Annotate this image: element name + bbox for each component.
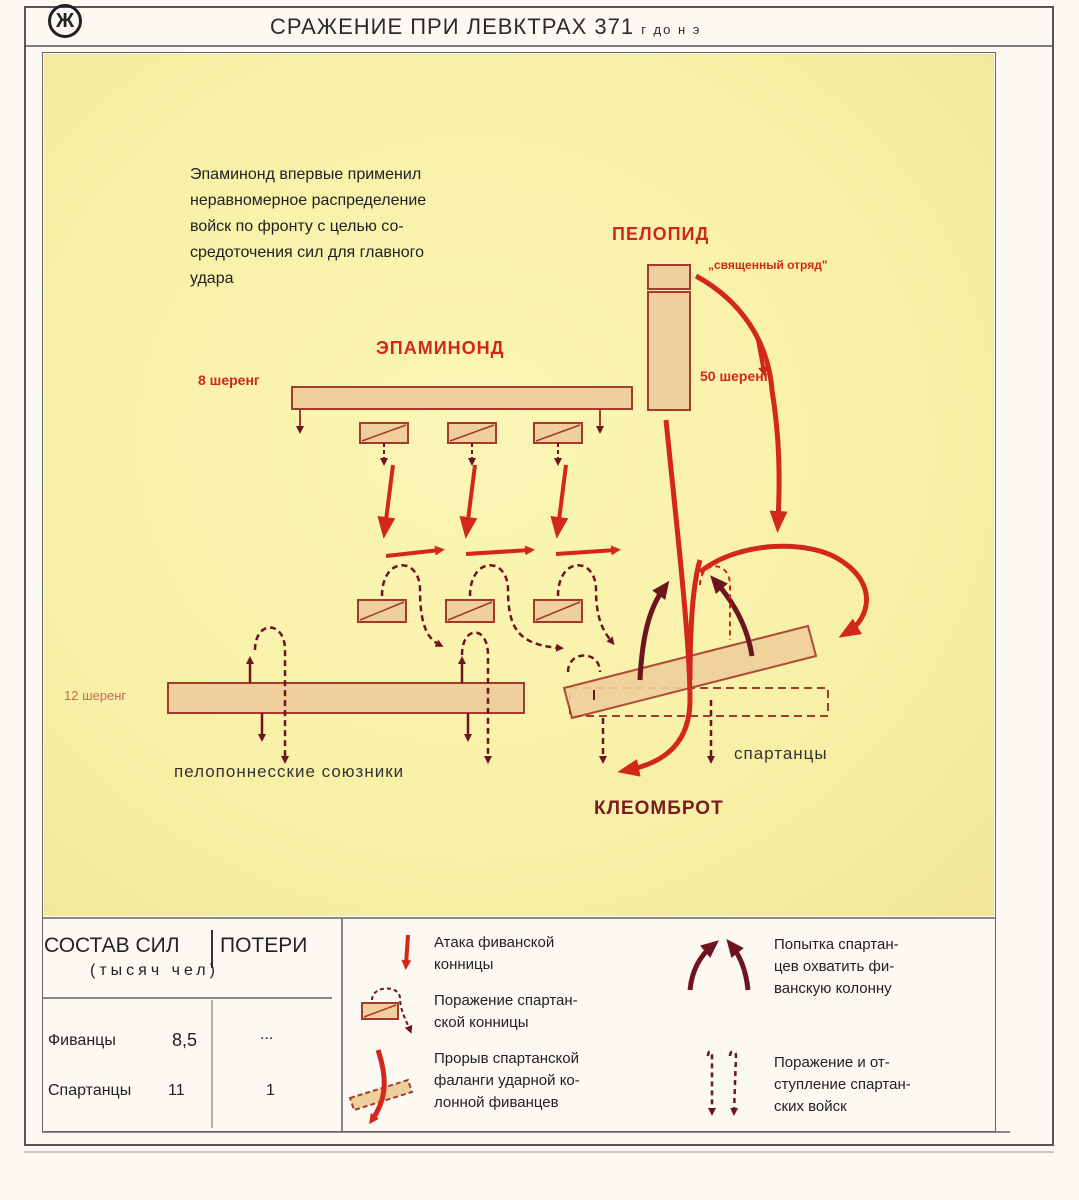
label-12-ranks: 12 шеренг xyxy=(64,688,127,703)
note-line: Эпаминонд впервые применил xyxy=(190,166,422,183)
legend-line: Атака фиванской xyxy=(434,934,555,951)
legend-line: ванскую колонну xyxy=(774,980,892,997)
legend-line: ских войск xyxy=(774,1098,847,1115)
legend-line: ской конницы xyxy=(434,1014,529,1031)
legend-dark-red-curved-arrows-icon xyxy=(687,938,751,991)
forces-header: СОСТАВ СИЛ xyxy=(44,934,180,957)
label-50-ranks: 50 шеренг xyxy=(700,368,770,384)
table-row-losses: 1 xyxy=(266,1082,275,1099)
legend-dashed-retreat-arrows-icon xyxy=(706,1050,739,1116)
legend-item-phalanx-breakthrough: Прорыв спартанской фаланги ударной ко- л… xyxy=(434,1048,664,1114)
battle-note: Эпаминонд впервые применил неравномерное… xyxy=(190,162,530,292)
map-area xyxy=(44,54,994,916)
label-kleombrot: КЛЕОМБРОТ xyxy=(594,798,724,819)
spartan-retreat-arrows xyxy=(599,700,715,764)
table-row-forces: 8,5 xyxy=(172,1030,198,1050)
table-row-losses: ... xyxy=(260,1026,274,1043)
cavalry-attack-arrows xyxy=(377,464,569,539)
legend-line: Поражение и от- xyxy=(774,1054,890,1071)
spartan-encircle-arrows xyxy=(637,575,755,681)
legend-phalanx-breakthrough-icon xyxy=(348,1049,414,1125)
units-header: (тысяч чел) xyxy=(90,962,219,979)
theban-breakthrough-arrows xyxy=(617,273,869,777)
title-main: СРАЖЕНИЕ ПРИ ЛЕВКТРАХ 371 xyxy=(270,14,635,39)
legend-item-cavalry-defeat: Поражение спартан- ской конницы xyxy=(434,990,664,1034)
label-sacred-band: „священный отряд" xyxy=(708,258,828,272)
cavalry-pursuit-arrows xyxy=(385,545,621,558)
table-row-name: Фиванцы xyxy=(48,1032,116,1049)
legend-line: лонной фиванцев xyxy=(434,1094,559,1111)
label-allies: пелопоннесские союзники xyxy=(174,762,405,781)
note-line: войск по фронту с целью со- xyxy=(190,218,404,235)
label-pelopid: ПЕЛОПИД xyxy=(612,224,710,244)
cavalry-ticks xyxy=(380,443,562,466)
legend-line: Попытка спартан- xyxy=(774,936,899,953)
theban-column-unit xyxy=(647,291,691,411)
outer-frame xyxy=(24,6,1054,1146)
legend-line: Поражение спартан- xyxy=(434,992,578,1009)
spartan-cavalry-units xyxy=(357,599,583,623)
sacred-band-unit xyxy=(647,264,691,290)
losses-header: ПОТЕРИ xyxy=(220,934,308,957)
legend-item-spartan-retreat: Поражение и от- ступление спартан- ских … xyxy=(774,1052,1004,1118)
label-epaminond: ЭПАМИНОНД xyxy=(376,338,505,358)
legend-line: цев охватить фи- xyxy=(774,958,895,975)
legend-line: ступление спартан- xyxy=(774,1076,911,1093)
allies-movement xyxy=(246,626,492,764)
legend-line: фаланги ударной ко- xyxy=(434,1072,580,1089)
legend-item-encircle-attempt: Попытка спартан- цев охватить фи- ванску… xyxy=(774,934,1004,1000)
spartan-cavalry-retreat xyxy=(380,564,615,673)
theban-cavalry-units xyxy=(359,422,583,444)
legend-red-arrow-icon xyxy=(401,934,412,970)
page-title: СРАЖЕНИЕ ПРИ ЛЕВКТРАХ 371 г до н э xyxy=(270,10,890,44)
legend-line: Прорыв спартанской xyxy=(434,1050,579,1067)
note-line: средоточения сил для главного xyxy=(190,244,424,261)
legend-item-cavalry-attack: Атака фиванской конницы xyxy=(434,932,664,976)
note-line: удара xyxy=(190,270,234,287)
table-row-name: Спартанцы xyxy=(48,1082,132,1099)
forces-table: СОСТАВ СИЛ ПОТЕРИ (тысяч чел) Фиванцы 8,… xyxy=(42,918,342,1128)
theban-line xyxy=(291,386,633,410)
note-line: неравномерное распределение xyxy=(190,192,427,209)
publisher-logo-icon: Ж xyxy=(48,4,82,38)
label-spartans: спартанцы xyxy=(734,744,828,763)
table-row-forces: 11 xyxy=(168,1082,185,1099)
title-suffix: г до н э xyxy=(641,22,702,37)
legend-cavalry-defeat-icon xyxy=(361,987,413,1034)
label-8-ranks: 8 шеренг xyxy=(198,372,260,388)
legend-line: конницы xyxy=(434,956,494,973)
allies-line xyxy=(167,682,525,714)
